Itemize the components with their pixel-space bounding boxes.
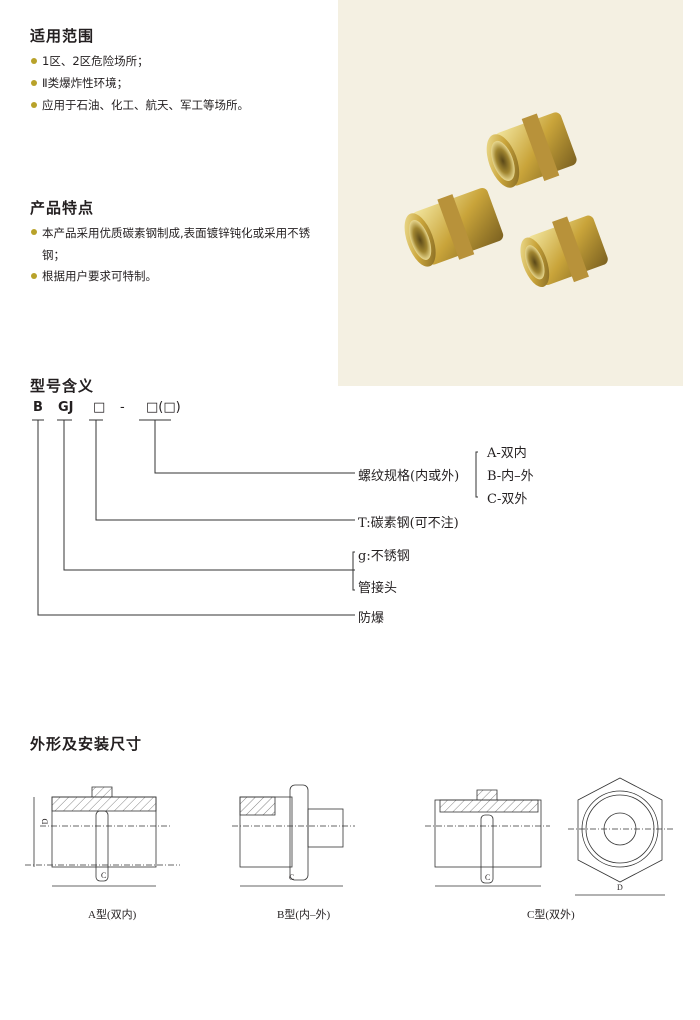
- drawing-type-b: [232, 784, 355, 887]
- drawing-hex-view: [568, 777, 675, 896]
- label-material: T:碳素钢(可不注): [358, 516, 459, 531]
- caption-type-a: A型(双内): [88, 909, 137, 921]
- brass-fittings-image: [404, 112, 608, 288]
- drawing-type-c: [425, 789, 550, 887]
- model-title: 型号含义: [30, 377, 95, 395]
- label-pipe: 管接头: [358, 581, 398, 596]
- features-item: 本产品采用优质碳素钢制成,表面镀锌钝化或采用不锈钢；: [30, 222, 315, 266]
- dim-d-a: D: [40, 818, 50, 825]
- label-thread: 螺纹规格(内或外): [358, 469, 460, 484]
- dim-c-a: C: [101, 871, 107, 880]
- caption-type-c: C型(双外): [527, 909, 575, 921]
- code-thread: □(□): [146, 400, 181, 415]
- code-b: B: [33, 400, 43, 415]
- thread-option-a: A-双内: [487, 446, 527, 461]
- code-separator: -: [120, 400, 125, 415]
- features-title: 产品特点: [30, 199, 95, 217]
- dim-c-b: C: [289, 873, 295, 882]
- label-stainless: g:不锈钢: [358, 549, 410, 564]
- features-item: 根据用户要求可特制。: [30, 266, 157, 286]
- label-explosion: 防爆: [358, 611, 385, 626]
- drawing-type-a: [25, 786, 180, 887]
- code-material: □: [93, 400, 106, 415]
- scope-item: 1区、2区危险场所；: [30, 51, 149, 71]
- scope-item: 应用于石油、化工、航天、军工等场所。: [30, 95, 249, 115]
- dim-c-c: C: [485, 873, 491, 882]
- dims-title: 外形及安装尺寸: [30, 735, 143, 753]
- thread-option-c: C-双外: [487, 492, 528, 507]
- caption-type-b: B型(内–外): [277, 909, 331, 921]
- dim-d-hex: D: [617, 883, 623, 892]
- scope-item: Ⅱ类爆炸性环境；: [30, 73, 128, 93]
- code-gj: GJ: [58, 400, 74, 415]
- scope-title: 适用范围: [30, 27, 95, 45]
- thread-option-b: B-内–外: [487, 469, 534, 484]
- product-photo: [338, 0, 683, 386]
